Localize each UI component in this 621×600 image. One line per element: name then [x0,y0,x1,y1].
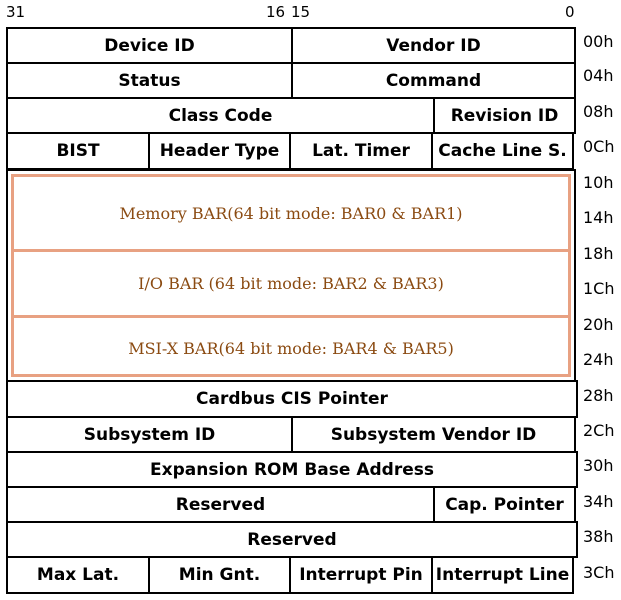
interrupt-line-cell: Interrupt Line [431,556,574,594]
cardbus-cis-pointer-cell: Cardbus CIS Pointer [6,380,578,418]
row-0ch: BIST Header Type Lat. Timer Cache Line S… [6,132,576,170]
offset-label: 18h [583,244,614,263]
offset-label: 00h [583,32,614,51]
class-code-cell: Class Code [6,97,435,134]
bar-section: Memory BAR(64 bit mode: BAR0 & BAR1) I/O… [6,169,576,382]
io-bar-row: I/O BAR (64 bit mode: BAR2 & BAR3) [14,252,568,318]
msix-bar-row: MSI-X BAR(64 bit mode: BAR4 & BAR5) [128,338,454,358]
offset-label: 28h [583,386,614,405]
bit-label-16: 16 [266,3,286,21]
expansion-rom-cell: Expansion ROM Base Address [6,451,578,488]
interrupt-pin-cell: Interrupt Pin [289,556,433,594]
reserved-cell: Reserved [6,486,435,523]
subsystem-vendor-id-cell: Subsystem Vendor ID [291,416,576,453]
bist-cell: BIST [6,132,150,170]
subsystem-id-cell: Subsystem ID [6,416,293,453]
offset-label: 38h [583,527,614,546]
row-00h: Device ID Vendor ID [6,27,576,64]
max-lat-cell: Max Lat. [6,556,150,594]
bar-highlight-frame: Memory BAR(64 bit mode: BAR0 & BAR1) I/O… [11,174,571,377]
header-type-cell: Header Type [148,132,291,170]
offset-label: 10h [583,173,614,192]
offset-label: 08h [583,102,614,121]
offset-label: 2Ch [583,421,615,440]
row-04h: Status Command [6,62,576,99]
row-08h: Class Code Revision ID [6,97,576,134]
offset-label: 20h [583,315,614,334]
command-cell: Command [291,62,576,99]
bit-label-31: 31 [6,3,26,21]
bit-label-0: 0 [565,3,575,21]
status-cell: Status [6,62,293,99]
offset-label: 04h [583,66,614,85]
device-id-cell: Device ID [6,27,293,64]
cache-line-size-cell: Cache Line S. [431,132,574,170]
vendor-id-cell: Vendor ID [291,27,576,64]
cap-pointer-cell: Cap. Pointer [433,486,576,523]
row-30h: Expansion ROM Base Address [6,451,578,488]
row-3ch: Max Lat. Min Gnt. Interrupt Pin Interrup… [6,556,576,594]
row-34h: Reserved Cap. Pointer [6,486,576,523]
bit-label-15: 15 [291,3,311,21]
offset-label: 3Ch [583,563,615,582]
row-28h: Cardbus CIS Pointer [6,380,578,418]
offset-label: 30h [583,456,614,475]
memory-bar-row: Memory BAR(64 bit mode: BAR0 & BAR1) [14,177,568,252]
row-38h: Reserved [6,521,578,558]
offset-label: 1Ch [583,279,615,298]
offset-label: 24h [583,350,614,369]
min-gnt-cell: Min Gnt. [148,556,291,594]
offset-label: 0Ch [583,137,615,156]
revision-id-cell: Revision ID [433,97,576,134]
offset-label: 14h [583,208,614,227]
row-2ch: Subsystem ID Subsystem Vendor ID [6,416,576,453]
offset-label: 34h [583,492,614,511]
reserved-cell: Reserved [6,521,578,558]
lat-timer-cell: Lat. Timer [289,132,433,170]
